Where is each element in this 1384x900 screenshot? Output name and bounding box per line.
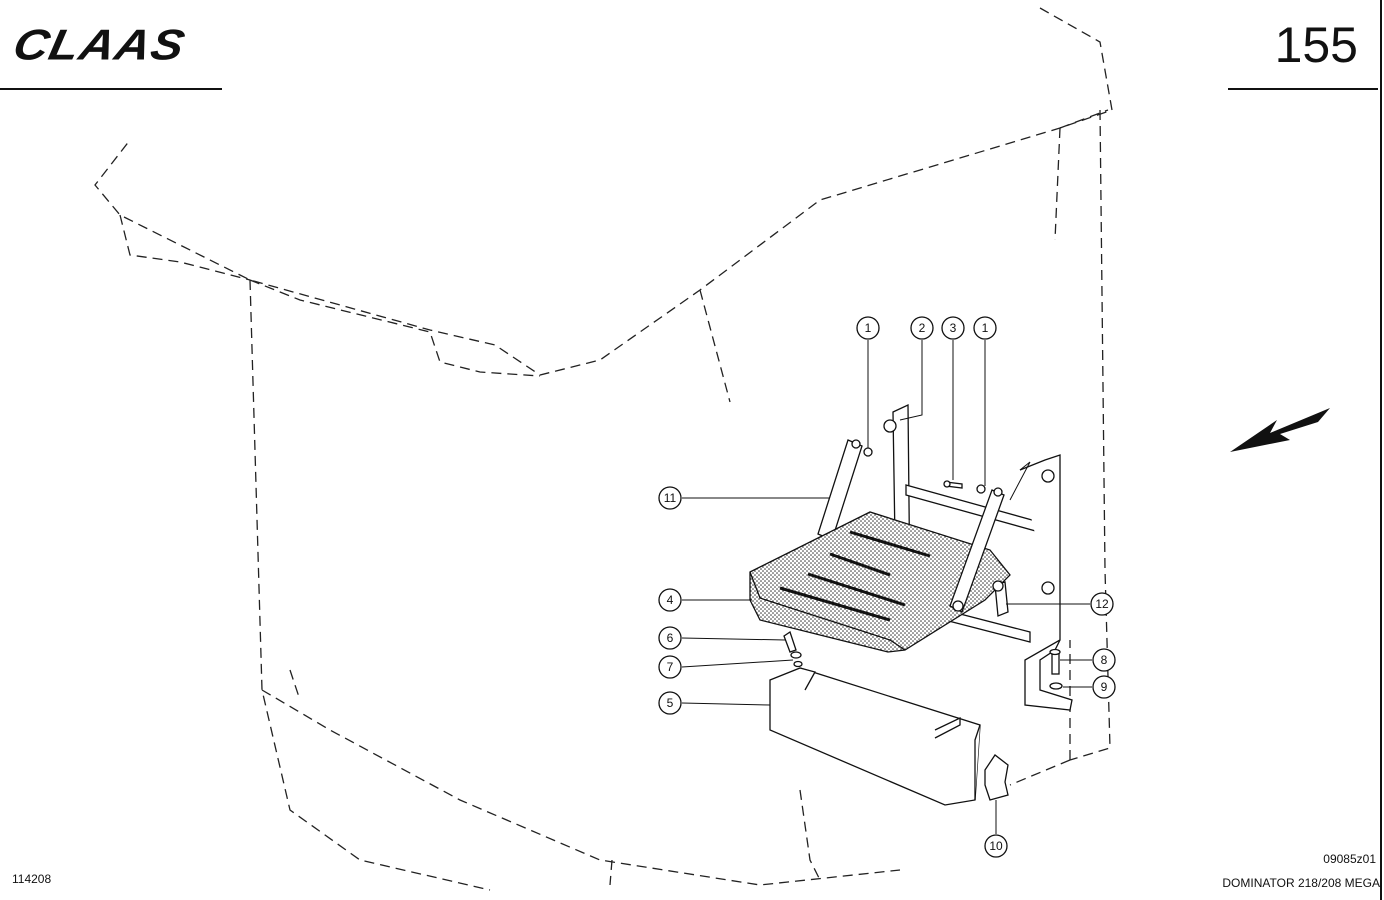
callout-label: 3: [950, 321, 957, 335]
callout-1-top-left[interactable]: 1: [856, 316, 880, 340]
callout-label: 6: [667, 631, 674, 645]
page-number: 155: [1274, 17, 1358, 73]
seat-assembly: [749, 403, 1073, 806]
callout-label: 9: [1101, 680, 1108, 694]
callout-label: 10: [989, 839, 1003, 853]
drawing-code: 09085z01: [1323, 852, 1376, 866]
callout-11[interactable]: 11: [658, 486, 682, 510]
header-rule-left: [0, 88, 222, 90]
callout-label: 12: [1095, 597, 1109, 611]
footer-left-code: 114208: [12, 872, 52, 886]
callout-6[interactable]: 6: [658, 626, 682, 650]
callout-label: 11: [664, 491, 677, 505]
direction-arrow-icon: [1230, 408, 1330, 452]
leader-lines: [681, 340, 1092, 834]
callout-1-top-right[interactable]: 1: [973, 316, 997, 340]
callout-label: 1: [982, 321, 989, 335]
callout-label: 4: [667, 593, 674, 607]
callout-10[interactable]: 10: [984, 834, 1008, 858]
callout-9[interactable]: 9: [1092, 675, 1116, 699]
callout-label: 8: [1101, 653, 1108, 667]
callout-5[interactable]: 5: [658, 691, 682, 715]
callout-label: 2: [919, 321, 926, 335]
callout-label: 1: [865, 321, 872, 335]
callout-12[interactable]: 12: [1090, 592, 1114, 616]
frame-right-edge: [1380, 0, 1382, 900]
callout-8[interactable]: 8: [1092, 648, 1116, 672]
callout-4[interactable]: 4: [658, 588, 682, 612]
callout-3[interactable]: 3: [941, 316, 965, 340]
callout-7[interactable]: 7: [658, 655, 682, 679]
callout-label: 5: [667, 696, 674, 710]
callout-2[interactable]: 2: [910, 316, 934, 340]
callout-label: 7: [667, 660, 674, 674]
model-name: DOMINATOR 218/208 MEGA: [1222, 876, 1380, 890]
header-rule-right: [1228, 88, 1378, 90]
